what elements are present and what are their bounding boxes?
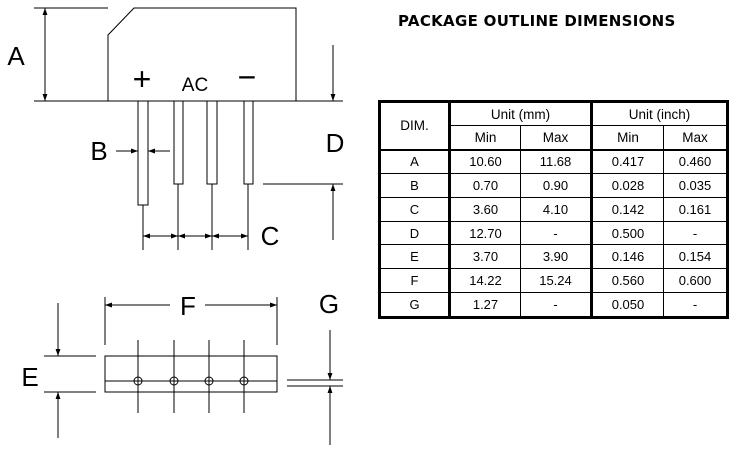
table-subheader-row: Min Max Min Max (380, 125, 728, 151)
leads-side-view (133, 340, 249, 413)
minus-pin-label: − (238, 59, 257, 95)
dim-cell: D (379, 220, 451, 246)
table-row: G 1.27 - 0.050 - (379, 291, 728, 319)
unit-inch-header: Unit (inch) (591, 101, 728, 126)
inch-min-cell: 0.560 (591, 268, 664, 293)
mm-min-cell: 10.60 (449, 148, 521, 175)
mm-min-cell: 0.70 (449, 173, 521, 199)
dimension-f (104, 297, 278, 345)
dimension-g (287, 330, 343, 445)
page-title: PACKAGE OUTLINE DIMENSIONS (398, 12, 676, 30)
inch-max-cell: 0.154 (663, 244, 728, 270)
mm-max-cell: - (520, 291, 593, 319)
dimension-c (142, 184, 249, 250)
mm-max-cell: - (520, 220, 593, 246)
inch-max-cell: - (663, 291, 728, 319)
package-side-body (104, 355, 278, 393)
mm-min-cell: 1.27 (449, 291, 521, 319)
inch-max-cell: 0.600 (663, 268, 728, 293)
leads-top-view (137, 100, 254, 206)
ac-pin-label: AC (182, 75, 208, 96)
table-row: B 0.70 0.90 0.028 0.035 (379, 173, 728, 199)
table-row: A 10.60 11.68 0.417 0.460 (379, 148, 728, 175)
dimension-e-label: E (21, 362, 38, 392)
dim-cell: A (379, 148, 451, 175)
dimension-c-label: C (261, 221, 280, 251)
dimension-d (263, 45, 343, 240)
package-body (107, 7, 297, 102)
dimension-e (44, 303, 96, 438)
package-outline-drawing: + AC − A B C D (7, 7, 345, 445)
mm-min-cell: 3.70 (449, 244, 521, 270)
inch-min-cell: 0.028 (591, 173, 664, 199)
dim-header: DIM. (379, 101, 451, 151)
table-row: D 12.70 - 0.500 - (379, 220, 728, 246)
dim-cell: C (379, 197, 451, 222)
dimension-a (34, 7, 108, 102)
table-row: C 3.60 4.10 0.142 0.161 (379, 197, 728, 222)
mm-max-cell: 4.10 (520, 197, 593, 222)
dimensions-table: DIM. Unit (mm) Unit (inch) Min Max Min M… (378, 100, 729, 319)
dimension-b-label: B (90, 136, 107, 166)
unit-mm-header: Unit (mm) (449, 101, 593, 126)
plus-pin-label: + (133, 61, 152, 97)
mm-max-cell: 3.90 (520, 244, 593, 270)
mm-max-header: Max (520, 125, 593, 151)
mm-min-header: Min (449, 125, 521, 151)
inch-min-cell: 0.142 (591, 197, 664, 222)
mm-max-cell: 11.68 (520, 148, 593, 175)
dim-cell: G (379, 291, 451, 319)
inch-max-cell: 0.460 (663, 148, 728, 175)
dim-cell: B (379, 173, 451, 199)
mm-min-cell: 12.70 (449, 220, 521, 246)
mm-max-cell: 0.90 (520, 173, 593, 199)
dimension-f-label: F (180, 291, 196, 321)
table-row: F 14.22 15.24 0.560 0.600 (379, 268, 728, 293)
mm-min-cell: 3.60 (449, 197, 521, 222)
dimension-g-label: G (319, 289, 339, 319)
inch-max-cell: 0.035 (663, 173, 728, 199)
mm-min-cell: 14.22 (449, 268, 521, 293)
inch-max-cell: - (663, 220, 728, 246)
mm-max-cell: 15.24 (520, 268, 593, 293)
inch-min-cell: 0.146 (591, 244, 664, 270)
inch-max-header: Max (663, 125, 728, 151)
dim-cell: E (379, 244, 451, 270)
inch-min-header: Min (591, 125, 664, 151)
dimension-a-label: A (7, 41, 25, 71)
inch-min-cell: 0.050 (591, 291, 664, 319)
dim-cell: F (379, 268, 451, 293)
table-header-row: DIM. Unit (mm) Unit (inch) (379, 101, 728, 151)
inch-min-cell: 0.417 (591, 148, 664, 175)
inch-max-cell: 0.161 (663, 197, 728, 222)
table-row: E 3.70 3.90 0.146 0.154 (379, 244, 728, 270)
inch-min-cell: 0.500 (591, 220, 664, 246)
dimension-d-label: D (326, 128, 345, 158)
